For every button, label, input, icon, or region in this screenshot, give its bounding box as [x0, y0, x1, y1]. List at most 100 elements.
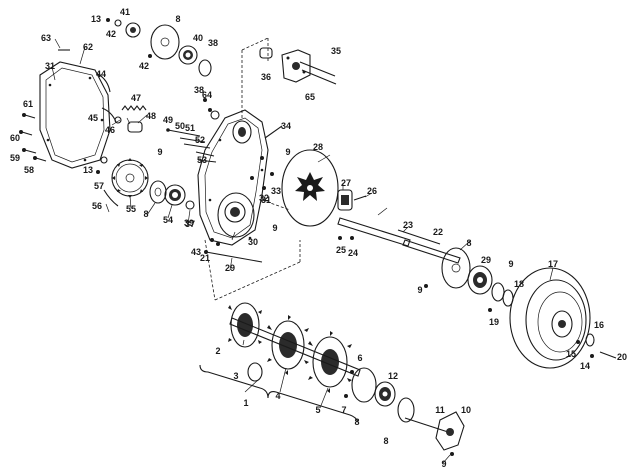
plate-30 [217, 192, 255, 238]
washer-21 [216, 242, 220, 246]
callout-45: 46 [104, 125, 116, 135]
callout-28: 28 [312, 142, 324, 152]
nut-14 [590, 354, 594, 358]
callout-42b: 43 [190, 247, 202, 257]
callout-9d: 9 [417, 285, 423, 295]
callout-55: 56 [91, 201, 103, 211]
drive-sprocket-2 [228, 302, 262, 348]
callout-15: 15 [565, 349, 577, 359]
callout-30: 30 [247, 237, 259, 247]
washer-41 [114, 19, 122, 27]
callout-41: 42 [105, 29, 117, 39]
key-6 [350, 370, 354, 374]
ring-38-top [198, 59, 212, 77]
callout-21: 21 [199, 253, 211, 263]
callout-31b: 31 [260, 195, 272, 205]
callout-47: 48 [145, 111, 157, 121]
callout-31a: 31 [44, 61, 56, 71]
callout-36a: 36 [260, 72, 272, 82]
seal-36-lower [185, 200, 195, 210]
callout-7: 7 [341, 405, 347, 415]
callout-13b: 13 [82, 165, 94, 175]
callout-54: 55 [125, 204, 137, 214]
callout-1: 1 [243, 398, 249, 408]
sprocket-40 [125, 22, 141, 38]
key-22 [397, 229, 441, 245]
callout-8d: 8 [354, 417, 360, 427]
callout-10: 10 [460, 405, 472, 415]
callout-14: 14 [579, 361, 591, 371]
callout-58: 59 [9, 153, 21, 163]
callout-11: 11 [435, 405, 445, 415]
bearing-housing-10 [435, 411, 465, 451]
plate-8-lower [351, 367, 377, 403]
callout-25: 25 [335, 245, 347, 255]
callout-59: 60 [9, 133, 21, 143]
callout-46: 47 [130, 93, 142, 103]
sprocket-54 [111, 158, 149, 198]
washer-45 [114, 116, 122, 124]
bearing-12 [374, 381, 396, 407]
bolt-29 [205, 251, 263, 263]
callout-17: 17 [547, 259, 559, 269]
drive-pulley-17 [509, 267, 591, 369]
callout-18: 18 [513, 279, 525, 289]
callout-26: 26 [366, 186, 378, 196]
callout-9b: 9 [285, 147, 291, 157]
callout-8c: 8 [466, 238, 472, 248]
callout-38b: 39 [183, 218, 195, 228]
fastener-19 [488, 308, 492, 312]
studs [166, 128, 217, 163]
callout-49: 50 [174, 121, 186, 131]
callout-44: 45 [87, 113, 99, 123]
drive-sprocket-5 [308, 331, 352, 393]
shaft-11 [404, 417, 449, 433]
cap-36 [259, 47, 273, 59]
callout-22: 22 [432, 227, 444, 237]
callout-9a: 9 [157, 147, 163, 157]
callout-51: 52 [194, 135, 206, 145]
nut-42-lower [210, 238, 214, 242]
cover-screws [19, 113, 47, 162]
shaft-65 [337, 217, 461, 264]
callout-35: 35 [330, 46, 342, 56]
callout-39: 40 [192, 33, 204, 43]
callout-5: 5 [315, 405, 321, 415]
callout-16: 16 [593, 320, 605, 330]
callout-4: 4 [275, 391, 281, 401]
part-37b [208, 108, 212, 112]
callout-50: 51 [184, 123, 196, 133]
bearing-29 [467, 265, 493, 295]
callout-19: 19 [488, 317, 500, 327]
fastener-9-bottom [450, 452, 454, 456]
callout-9c: 9 [272, 223, 278, 233]
callout-13a: 13 [90, 14, 102, 24]
part-37 [203, 98, 207, 102]
callout-12: 12 [387, 371, 399, 381]
bolt-35a [299, 61, 336, 77]
callout-6: 6 [357, 353, 363, 363]
callout-20: 20 [616, 352, 628, 362]
bolt-13-right [599, 351, 617, 359]
fastener-32 [262, 186, 266, 190]
brake-disc-28 [281, 149, 339, 227]
nut-13-top [106, 18, 110, 22]
callout-36b: 37 [184, 219, 196, 229]
assembly-bracket-1 [199, 364, 359, 423]
callout-37: 38 [193, 85, 205, 95]
fastener-9-a [260, 156, 264, 160]
callout-60: 61 [22, 99, 34, 109]
washer-56 [100, 156, 108, 164]
strap-55 [103, 189, 119, 207]
key-26 [353, 195, 367, 201]
callout-64: 65 [304, 92, 316, 102]
ring-8-right [491, 282, 505, 302]
callout-61: 62 [82, 42, 94, 52]
fastener-25 [338, 236, 342, 240]
nut-42-top [148, 54, 152, 58]
fastener-31 [250, 176, 254, 180]
bushing-47 [127, 121, 143, 133]
chaincase-cover [39, 61, 111, 169]
chaincase-housing [197, 109, 269, 246]
